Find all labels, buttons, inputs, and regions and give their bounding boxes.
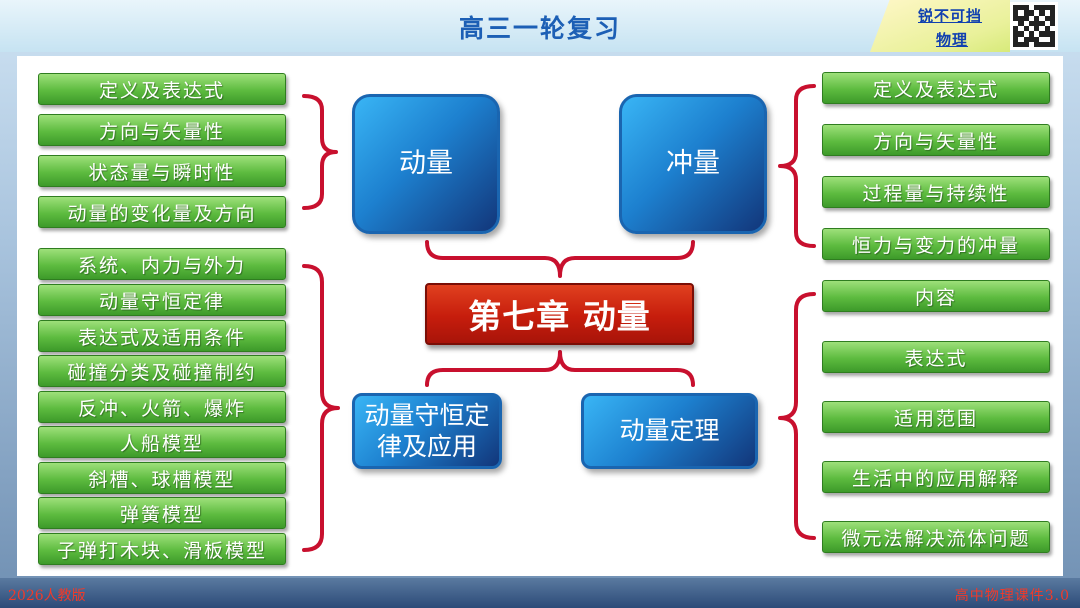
- right-lower-item-2[interactable]: 表达式: [822, 341, 1050, 373]
- left-lower-item-1[interactable]: 系统、内力与外力: [38, 248, 286, 280]
- footer-bar: [0, 578, 1080, 608]
- left-lower-item-8[interactable]: 弹簧模型: [38, 497, 286, 529]
- right-upper-item-3[interactable]: 过程量与持续性: [822, 176, 1050, 208]
- right-lower-item-3[interactable]: 适用范围: [822, 401, 1050, 433]
- qr-code-icon: [1010, 2, 1058, 50]
- left-lower-item-6[interactable]: 人船模型: [38, 426, 286, 458]
- right-lower-item-5[interactable]: 微元法解决流体问题: [822, 521, 1050, 553]
- left-upper-item-4[interactable]: 动量的变化量及方向: [38, 196, 286, 228]
- chapter-title-box[interactable]: 第七章 动量: [425, 283, 694, 345]
- courseware-label: 高中物理课件3.0: [954, 588, 1070, 604]
- left-lower-item-2[interactable]: 动量守恒定律: [38, 284, 286, 316]
- left-lower-item-7[interactable]: 斜槽、球槽模型: [38, 462, 286, 494]
- left-upper-item-2[interactable]: 方向与矢量性: [38, 114, 286, 146]
- right-lower-item-4[interactable]: 生活中的应用解释: [822, 461, 1050, 493]
- topic-momentum-box[interactable]: 动量: [352, 94, 500, 234]
- brand-name: 锐不可挡: [918, 7, 983, 25]
- left-upper-item-3[interactable]: 状态量与瞬时性: [38, 155, 286, 187]
- left-upper-item-1[interactable]: 定义及表达式: [38, 73, 286, 105]
- left-lower-item-4[interactable]: 碰撞分类及碰撞制约: [38, 355, 286, 387]
- left-lower-item-5[interactable]: 反冲、火箭、爆炸: [38, 391, 286, 423]
- topic-impulse-box[interactable]: 冲量: [619, 94, 767, 234]
- right-upper-item-1[interactable]: 定义及表达式: [822, 72, 1050, 104]
- edition-label: 2026人教版: [8, 588, 86, 604]
- topic-theorem-box[interactable]: 动量定理: [581, 393, 758, 469]
- right-upper-item-4[interactable]: 恒力与变力的冲量: [822, 228, 1050, 260]
- left-lower-item-3[interactable]: 表达式及适用条件: [38, 320, 286, 352]
- brand-banner: [870, 0, 1010, 52]
- slide-title: 高三一轮复习: [458, 14, 621, 43]
- right-upper-item-2[interactable]: 方向与矢量性: [822, 124, 1050, 156]
- topic-conservation-box[interactable]: 动量守恒定律及应用: [352, 393, 502, 469]
- brand-subject: 物理: [936, 31, 969, 49]
- left-lower-item-9[interactable]: 子弹打木块、滑板模型: [38, 533, 286, 565]
- right-lower-item-1[interactable]: 内容: [822, 280, 1050, 312]
